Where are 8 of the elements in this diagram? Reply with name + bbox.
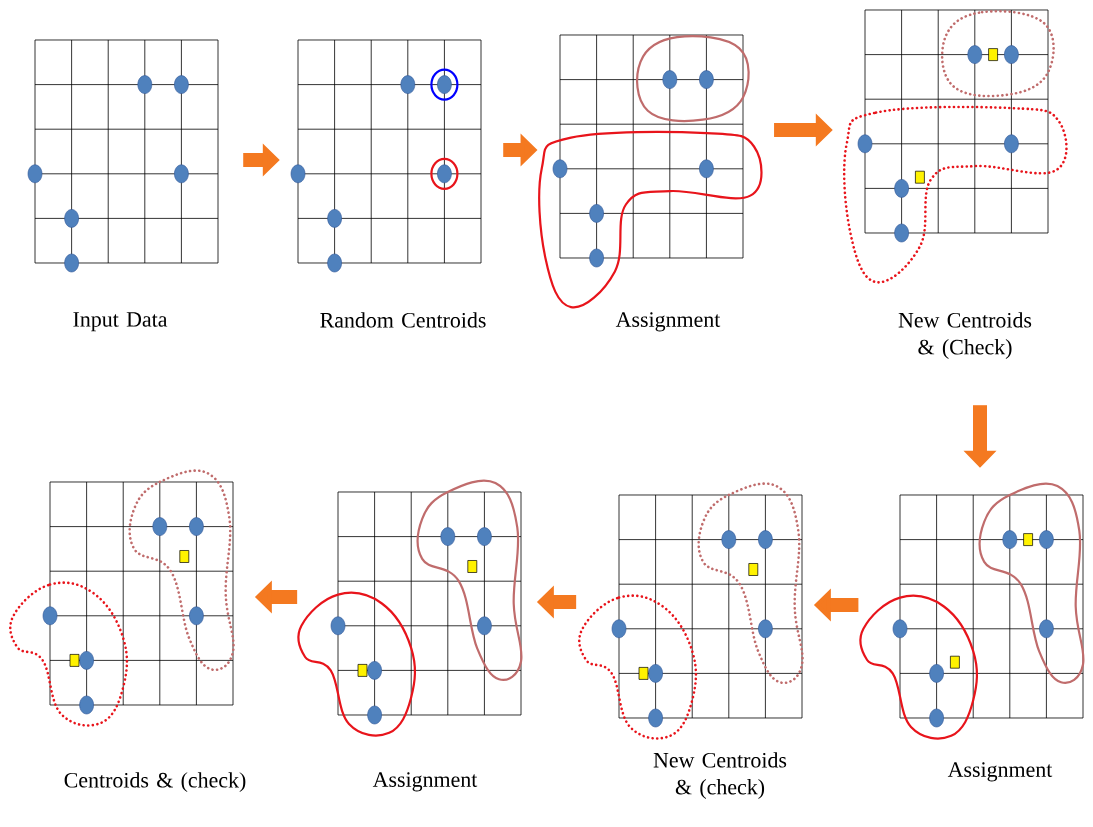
panel-caption: Assignment	[615, 312, 721, 332]
panel-caption: Assignment	[947, 762, 1053, 782]
panel-caption: Random Centroids	[320, 312, 486, 328]
panel-caption: Input Data	[73, 312, 168, 332]
panel-caption: New Centroids & (Check)	[898, 312, 1032, 359]
panel-caption: Assignment	[372, 772, 478, 792]
panel-caption: New Centroids & (check)	[653, 752, 787, 799]
panel-caption: Centroids & (check)	[64, 772, 246, 793]
